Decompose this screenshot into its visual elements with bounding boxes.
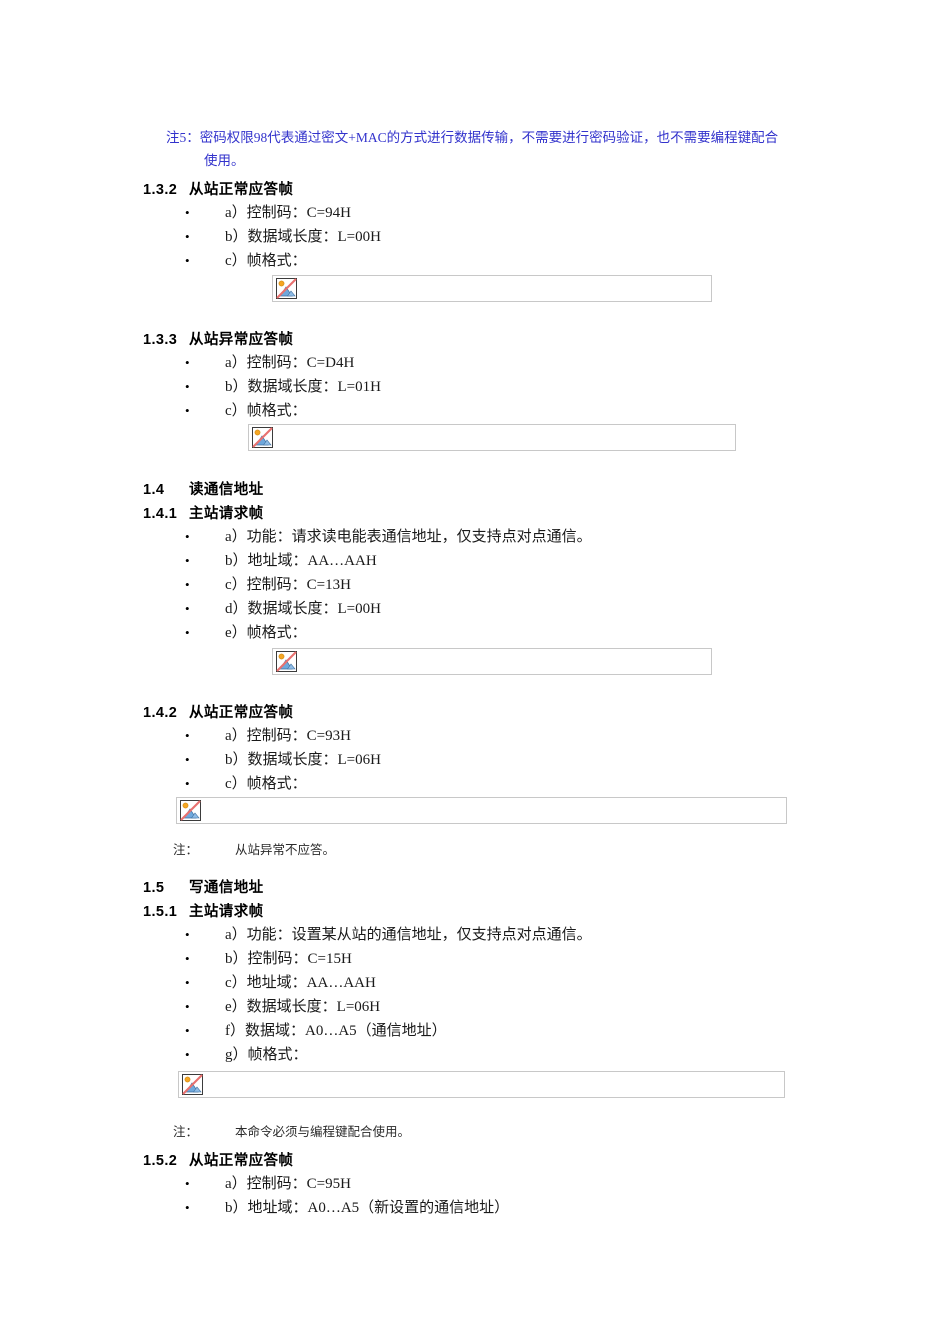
heading-1-3-3-title: 从站异常应答帧 [189,332,294,348]
list-item-label: c）帧格式： [225,253,307,269]
heading-1-3-2-title: 从站正常应答帧 [189,182,294,198]
list-item-label: b）地址域：A0…A5（新设置的通信地址） [225,1200,510,1216]
bullet-icon: • [185,229,190,244]
list-item-label: a）控制码：C=93H [225,728,351,744]
bullet-icon: • [185,975,190,990]
bullet-icon: • [185,1047,190,1062]
list-item-label: e）帧格式： [225,625,307,641]
heading-1-3-3: 1.3.3 从站异常应答帧 [143,328,293,349]
list-item-label: f）数据域：A0…A5（通信地址） [225,1023,447,1039]
list-item-label: c）控制码：C=13H [225,577,351,593]
list-item-label: e）数据域长度：L=06H [225,999,381,1015]
frame-format-image-placeholder-5 [178,1071,785,1098]
heading-1-3-3-number: 1.3.3 [143,332,178,348]
note-text: 从站异常不应答。 [235,843,336,857]
heading-1-4-1: 1.4.1 主站请求帧 [143,502,264,523]
heading-1-3-2: 1.3.2 从站正常应答帧 [143,178,293,199]
note-label: 注： [173,843,199,857]
heading-1-5-1-number: 1.5.1 [143,904,178,920]
broken-image-icon [276,278,297,299]
bullet-icon: • [185,625,190,640]
list-item-label: b）数据域长度：L=00H [225,229,381,245]
bullet-icon: • [185,379,190,394]
heading-1-5-1-title: 主站请求帧 [189,904,264,920]
frame-format-image-placeholder-3 [272,648,712,675]
list-item-label: a）控制码：C=D4H [225,355,355,371]
heading-1-4-1-title: 主站请求帧 [189,506,264,522]
bullet-icon: • [185,403,190,418]
note-slave-no-reply: 注： 从站异常不应答。 [173,840,335,860]
note-password-permission: 注5：密码权限98代表通过密文+MAC的方式进行数据传输，不需要进行密码验证，也… [166,126,820,172]
bullet-icon: • [185,553,190,568]
heading-1-5-title: 写通信地址 [189,880,264,896]
note-text: 本命令必须与编程键配合使用。 [235,1125,411,1139]
broken-image-icon [182,1074,203,1095]
list-item-label: a）控制码：C=95H [225,1176,351,1192]
heading-1-4-title: 读通信地址 [189,482,264,498]
heading-1-5: 1.5 写通信地址 [143,876,264,897]
bullet-icon: • [185,728,190,743]
heading-1-5-2-title: 从站正常应答帧 [189,1153,294,1169]
list-item-label: b）数据域长度：L=06H [225,752,381,768]
bullet-icon: • [185,577,190,592]
note-password-permission-line1: 注5：密码权限98代表通过密文+MAC的方式进行数据传输，不需要进行密码验证，也… [166,130,779,145]
bullet-icon: • [185,776,190,791]
broken-image-icon [180,800,201,821]
list-item-label: a）功能：设置某从站的通信地址，仅支持点对点通信。 [225,927,592,943]
bullet-icon: • [185,1023,190,1038]
frame-format-image-placeholder-4 [176,797,787,824]
bullet-icon: • [185,205,190,220]
heading-1-4-number: 1.4 [143,482,165,498]
list-item-label: b）地址域：AA…AAH [225,553,377,569]
heading-1-4-2-number: 1.4.2 [143,705,178,721]
bullet-icon: • [185,927,190,942]
bullet-icon: • [185,529,190,544]
bullet-icon: • [185,1176,190,1191]
note-programming-key: 注： 本命令必须与编程键配合使用。 [173,1122,410,1142]
list-item-label: b）数据域长度：L=01H [225,379,381,395]
bullet-icon: • [185,601,190,616]
heading-1-4-2: 1.4.2 从站正常应答帧 [143,701,293,722]
heading-1-5-2-number: 1.5.2 [143,1153,178,1169]
broken-image-icon [276,651,297,672]
bullet-icon: • [185,355,190,370]
heading-1-5-1: 1.5.1 主站请求帧 [143,900,264,921]
list-item-label: c）帧格式： [225,776,307,792]
frame-format-image-placeholder-1 [272,275,712,302]
heading-1-4-1-number: 1.4.1 [143,506,178,522]
list-item-label: g）帧格式： [225,1047,308,1063]
heading-1-5-2: 1.5.2 从站正常应答帧 [143,1149,293,1170]
bullet-icon: • [185,951,190,966]
bullet-icon: • [185,999,190,1014]
heading-1-3-2-number: 1.3.2 [143,182,178,198]
bullet-icon: • [185,1200,190,1215]
list-item-label: b）控制码：C=15H [225,951,352,967]
list-item-label: a）控制码：C=94H [225,205,351,221]
list-item-label: d）数据域长度：L=00H [225,601,381,617]
broken-image-icon [252,427,273,448]
note-password-permission-line2: 使用。 [204,153,245,168]
list-item-label: c）地址域：AA…AAH [225,975,376,991]
bullet-icon: • [185,752,190,767]
bullet-icon: • [185,253,190,268]
heading-1-4-2-title: 从站正常应答帧 [189,705,294,721]
list-item-label: a）功能：请求读电能表通信地址，仅支持点对点通信。 [225,529,592,545]
note-label: 注： [173,1125,199,1139]
list-item-label: c）帧格式： [225,403,307,419]
frame-format-image-placeholder-2 [248,424,736,451]
heading-1-5-number: 1.5 [143,880,165,896]
heading-1-4: 1.4 读通信地址 [143,478,264,499]
